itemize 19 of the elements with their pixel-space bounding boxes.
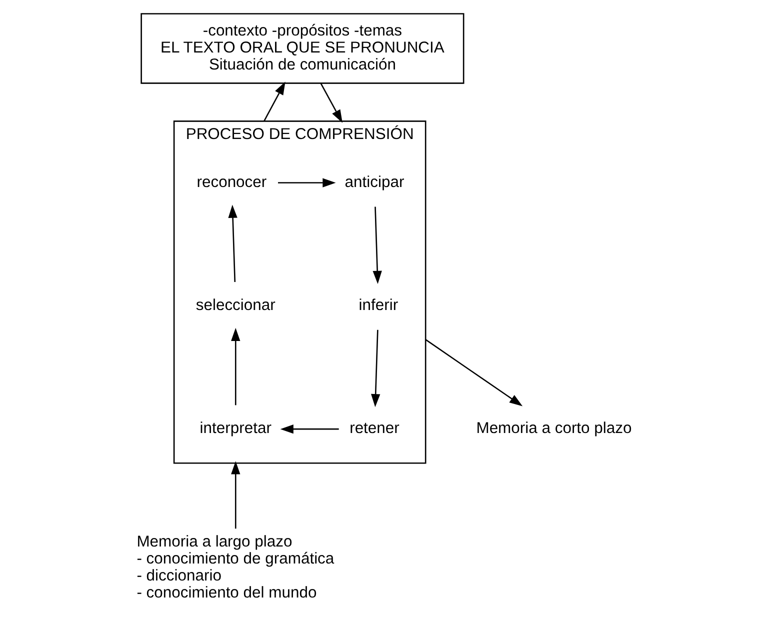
arrow [320, 83, 342, 123]
arrow [370, 330, 380, 408]
node-text: retener [349, 420, 399, 438]
arrow [230, 461, 240, 529]
node-text: anticipar [344, 174, 404, 191]
node-text: reconocer [196, 174, 266, 191]
arrow [263, 82, 285, 122]
node-text: seleccionar [195, 296, 275, 314]
node-text: inferir [358, 296, 398, 314]
arrow [278, 178, 336, 188]
arrow [424, 339, 522, 406]
arrow [228, 204, 237, 282]
node-text: interpretar [199, 420, 271, 438]
arrow [372, 206, 382, 284]
arrow [280, 424, 338, 434]
arrow [230, 328, 240, 406]
node-box: -contexto -propósitos -temas EL TEXTO ORAL QUE SE PRONUNCIA Situación de comunicación [140, 13, 464, 84]
node-text: Memoria a corto plazo [476, 420, 632, 438]
node-text: Memoria a largo plazo - conocimiento de gramática - diccionario - conocimiento del mundo [136, 533, 334, 602]
